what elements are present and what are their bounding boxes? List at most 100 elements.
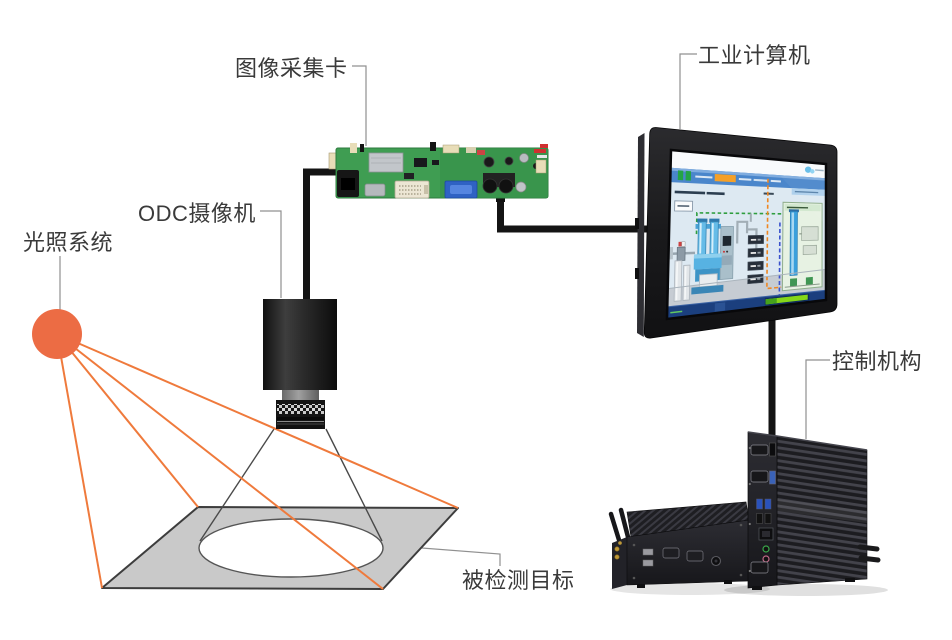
wifi-antenna xyxy=(618,507,631,540)
usb2-port xyxy=(756,513,763,524)
foot xyxy=(637,584,645,588)
audio-jack xyxy=(482,178,498,194)
lens-tip xyxy=(279,425,322,429)
screw xyxy=(748,569,751,573)
capture-card-board xyxy=(328,142,549,202)
vga-inner xyxy=(450,185,472,194)
mic-jack xyxy=(762,555,770,563)
header-connector xyxy=(442,144,460,154)
inspection-target xyxy=(101,506,459,590)
screw xyxy=(632,543,636,547)
ic-chip xyxy=(432,160,439,165)
screen-edge xyxy=(665,148,828,321)
camera-view-cone xyxy=(199,428,383,542)
screw xyxy=(632,576,636,580)
ethernet-inner xyxy=(762,531,770,537)
cable-card-to-monitor xyxy=(497,199,648,233)
power-button-dot xyxy=(714,559,718,563)
label-controller: 控制机构 xyxy=(832,349,922,374)
pc-top-edge xyxy=(747,431,868,451)
cone-line-left xyxy=(199,428,275,542)
light-ray xyxy=(56,333,103,589)
screw xyxy=(748,446,751,450)
edge-connector xyxy=(535,159,547,174)
scada-screen xyxy=(667,150,827,319)
cables xyxy=(303,168,776,437)
wifi-antenna xyxy=(857,544,880,552)
monitor-button[interactable] xyxy=(635,218,639,229)
leader-capture-card xyxy=(352,65,367,146)
serial-port xyxy=(750,470,769,483)
control-pc-vertical xyxy=(747,431,881,590)
component xyxy=(477,150,485,155)
capacitor xyxy=(519,153,529,163)
label-lighting: 光照系统 xyxy=(23,230,113,255)
jumper xyxy=(430,142,436,151)
label-camera: ODC摄像机 xyxy=(138,201,256,226)
label-target: 被检测目标 xyxy=(462,568,575,593)
power-jack-hole xyxy=(341,178,355,190)
wifi-antenna xyxy=(608,511,622,543)
audio-out-jack xyxy=(762,545,770,553)
leader-controller xyxy=(805,359,830,439)
control-units xyxy=(608,431,888,596)
jumper xyxy=(360,144,364,152)
light-ray xyxy=(56,333,199,508)
sma-connector xyxy=(618,541,622,545)
light-ray xyxy=(56,333,459,509)
serial-port xyxy=(686,550,704,562)
control-pc-horizontal xyxy=(608,501,750,589)
foot xyxy=(724,580,732,584)
hdmi-port xyxy=(364,183,386,197)
screw xyxy=(748,522,751,526)
usb3-port xyxy=(764,498,772,510)
target-spot xyxy=(198,518,384,578)
io-ports xyxy=(632,523,743,580)
dvi-slot xyxy=(424,185,428,194)
usb3-port xyxy=(756,498,763,510)
wire-red xyxy=(534,149,546,153)
pc-left-face xyxy=(612,537,627,589)
leader-industrial-pc xyxy=(679,53,697,129)
light-rays xyxy=(56,333,459,590)
fin-sheen xyxy=(777,499,867,523)
io-ports xyxy=(748,442,776,574)
serial-port xyxy=(750,444,769,456)
capacitor xyxy=(483,156,495,168)
camera-body xyxy=(263,299,337,390)
ic-chip xyxy=(404,173,414,179)
vga-port xyxy=(769,470,776,485)
monitor-button[interactable] xyxy=(635,268,639,279)
cone-line-right xyxy=(325,428,383,542)
ic-chip xyxy=(414,158,427,167)
light-source xyxy=(32,309,82,359)
foot xyxy=(752,586,762,590)
camera-focus-ring xyxy=(277,404,324,414)
lens-band xyxy=(277,417,324,420)
capacitor xyxy=(504,156,514,166)
foot xyxy=(845,578,855,582)
labels: 光照系统 ODC摄像机 图像采集卡 工业计算机 控制机构 被检测目标 xyxy=(23,43,922,593)
screw xyxy=(739,523,743,527)
hdmi-port xyxy=(769,442,776,457)
label-capture-card: 图像采集卡 xyxy=(235,56,348,81)
screw xyxy=(748,482,751,486)
sma-connector xyxy=(614,546,620,552)
hdmi-port xyxy=(642,548,654,556)
serial-port xyxy=(662,547,680,559)
wire-white xyxy=(537,155,547,158)
usb2-port xyxy=(764,513,772,524)
audio-jack xyxy=(498,178,514,194)
sma-connector xyxy=(614,554,620,560)
shadow xyxy=(610,583,770,595)
header-connector xyxy=(466,147,476,153)
industrial-camera xyxy=(263,299,337,429)
wire-red xyxy=(540,144,548,148)
shadow xyxy=(724,584,888,596)
light-ray xyxy=(56,333,384,590)
leader-camera xyxy=(260,210,282,298)
jack-metal xyxy=(515,181,527,193)
hdmi-port xyxy=(642,559,654,567)
cable-camera-to-card xyxy=(303,168,336,300)
